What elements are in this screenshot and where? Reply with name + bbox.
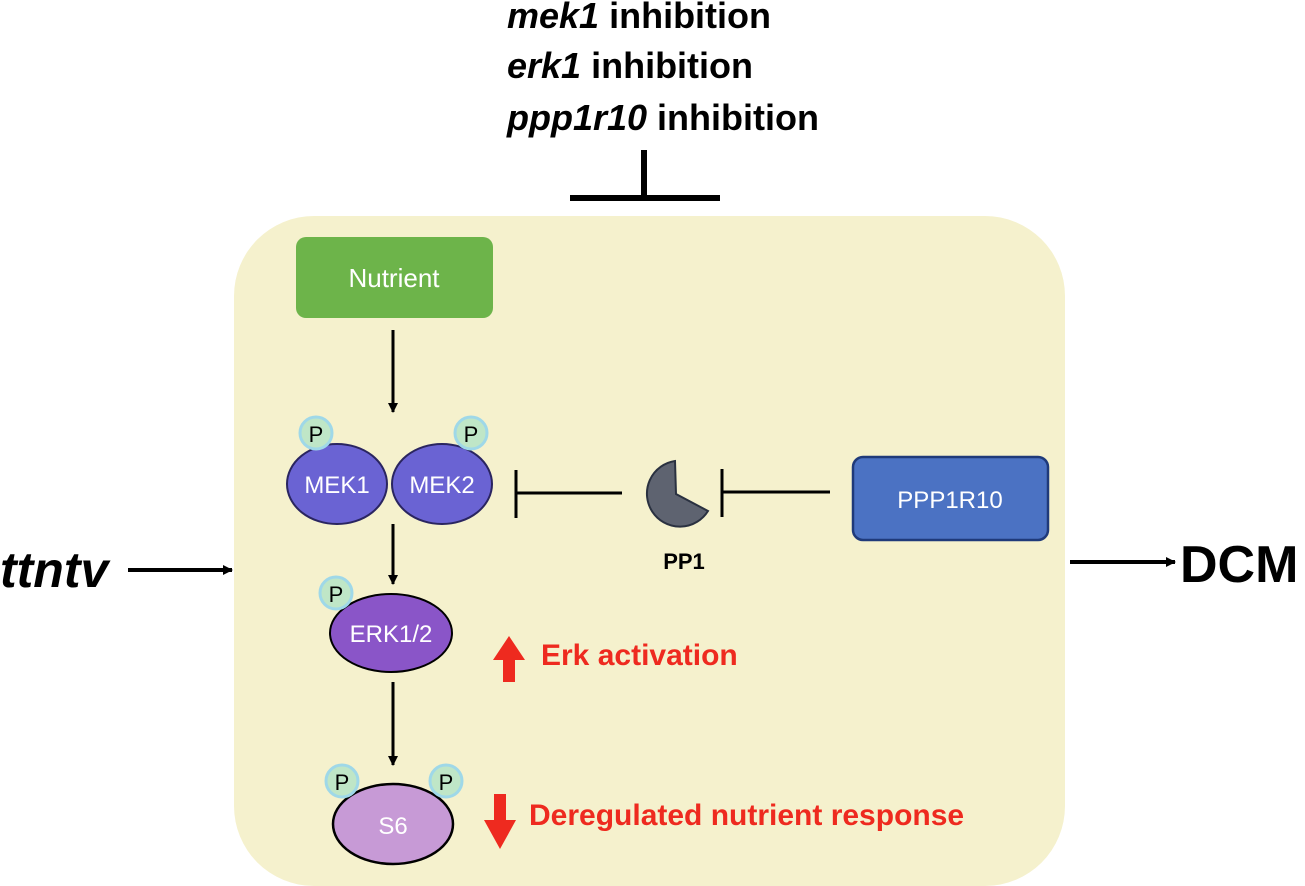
nutrient-label: Nutrient	[348, 263, 440, 293]
inhibition-list: mek1 inhibition erk1 inhibition ppp1r10 …	[506, 0, 819, 138]
s6-node: S6	[331, 782, 455, 866]
erk-node: ERK1/2	[329, 593, 453, 673]
phospho-badge-s6-left: P	[324, 763, 360, 799]
nutrient-response-label: Deregulated nutrient response	[529, 799, 964, 832]
svg-text:P: P	[329, 582, 344, 607]
svg-text:P: P	[309, 422, 324, 447]
nutrient-node: Nutrient	[296, 237, 493, 318]
ppp1r10-label: PPP1R10	[897, 487, 1002, 514]
pp1-node: PP1	[645, 459, 710, 574]
erk-activation-annotation: Erk activation	[493, 636, 738, 682]
svg-text:P: P	[464, 422, 479, 447]
erk-activation-label: Erk activation	[541, 639, 738, 672]
cell-background	[234, 216, 1065, 886]
mek1-node: MEK1	[286, 443, 388, 525]
mek2-label: MEK2	[409, 472, 474, 499]
pp1-label: PP1	[663, 549, 705, 574]
inhibition-ppp1r10-pp1	[720, 469, 830, 517]
up-arrow-icon	[493, 636, 525, 682]
ppp1r10-node: PPP1R10	[851, 455, 1050, 542]
svg-text:P: P	[335, 770, 350, 795]
svg-text:P: P	[439, 770, 454, 795]
mek1-label: MEK1	[304, 472, 369, 499]
phospho-badge-s6-right: P	[428, 763, 464, 799]
phospho-badge-mek1: P	[298, 415, 334, 451]
phospho-badge-mek2: P	[453, 415, 489, 451]
mek2-node: MEK2	[391, 443, 493, 525]
erk-label: ERK1/2	[350, 621, 433, 648]
inhibition-ppp1r10: ppp1r10 inhibition	[506, 97, 819, 138]
phospho-badge-erk: P	[318, 575, 354, 611]
down-arrow-icon	[484, 794, 516, 849]
inhibition-erk1: erk1 inhibition	[507, 45, 753, 86]
inhibition-tbar	[570, 150, 720, 201]
inhibition-pp1-mek	[514, 470, 622, 518]
s6-label: S6	[378, 813, 407, 840]
inhibition-mek1: mek1 inhibition	[507, 0, 771, 36]
output-label: DCM	[1180, 536, 1298, 594]
input-label: ttntv	[0, 542, 111, 598]
nutrient-response-annotation: Deregulated nutrient response	[484, 794, 964, 849]
